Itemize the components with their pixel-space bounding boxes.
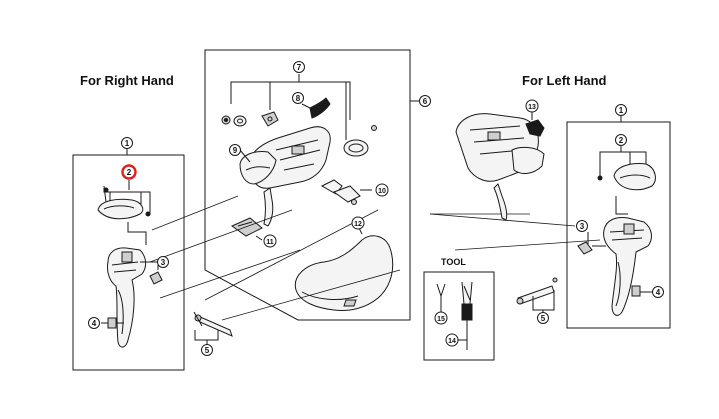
- callout-11: 11: [263, 234, 277, 248]
- callout-4-left-text: 4: [656, 288, 661, 297]
- callout-15-text: 15: [437, 316, 445, 323]
- right-hand-assembly: [72, 149, 185, 371]
- callout-9: 9: [229, 144, 241, 156]
- callout-2-left: 2: [615, 134, 627, 146]
- callout-2-left-text: 2: [619, 136, 624, 145]
- callout-8-text: 8: [296, 94, 301, 103]
- tool-heading: TOOL: [441, 257, 466, 267]
- center-assembly: [204, 49, 420, 321]
- callout-1-left-text: 1: [619, 106, 624, 115]
- callout-4-right: 4: [88, 317, 100, 329]
- callout-5-right: 5: [201, 344, 213, 356]
- leader-lines: [149, 195, 601, 321]
- callout-13-text: 13: [528, 104, 536, 111]
- center-frame: [204, 49, 411, 321]
- callout-3-right: 3: [157, 256, 169, 268]
- callout-5-right-text: 5: [205, 346, 210, 355]
- callout-2-right-text: 2: [127, 168, 132, 177]
- callout-5-left-text: 5: [541, 314, 546, 323]
- callout-1-left: 1: [615, 104, 627, 116]
- callout-1-right-text: 1: [125, 139, 130, 148]
- callout-3-left: 3: [576, 220, 588, 232]
- callout-2-right: 2: [121, 164, 137, 180]
- left-pin-assembly: [516, 277, 558, 312]
- left-hand-heading: For Left Hand: [522, 73, 607, 88]
- callout-5-left: 5: [537, 312, 549, 324]
- callout-6-text: 6: [423, 97, 428, 106]
- callout-7: 7: [293, 61, 305, 73]
- right-hand-heading: For Right Hand: [80, 73, 174, 88]
- left-upper-assembly: [455, 112, 545, 221]
- tool-box: [423, 271, 495, 361]
- callout-10-text: 10: [378, 188, 386, 195]
- callout-14: 14: [445, 333, 459, 347]
- callout-3-right-text: 3: [161, 258, 166, 267]
- callout-9-text: 9: [233, 146, 238, 155]
- callout-4-right-text: 4: [92, 319, 97, 328]
- callout-13: 13: [525, 99, 539, 113]
- left-hand-assembly: [566, 116, 671, 329]
- callout-7-text: 7: [297, 63, 302, 72]
- right-pin-assembly: [193, 311, 233, 344]
- callout-4-left: 4: [652, 286, 664, 298]
- tool-frame: [423, 271, 495, 361]
- callout-14-text: 14: [448, 338, 456, 345]
- callout-labels: 1 2 3 4 5 6 7 8 9 10 11 12 13 14 15 1 2 …: [88, 61, 664, 356]
- callout-15: 15: [434, 311, 448, 325]
- left-hand-frame: [566, 121, 671, 329]
- callout-6: 6: [419, 95, 431, 107]
- callout-11-text: 11: [266, 239, 274, 246]
- callout-12: 12: [351, 216, 365, 230]
- right-hand-frame: [72, 154, 185, 371]
- callout-3-left-text: 3: [580, 222, 585, 231]
- callout-8: 8: [292, 92, 304, 104]
- callout-12-text: 12: [354, 221, 362, 228]
- callout-1-right: 1: [121, 137, 133, 149]
- callout-10: 10: [375, 183, 389, 197]
